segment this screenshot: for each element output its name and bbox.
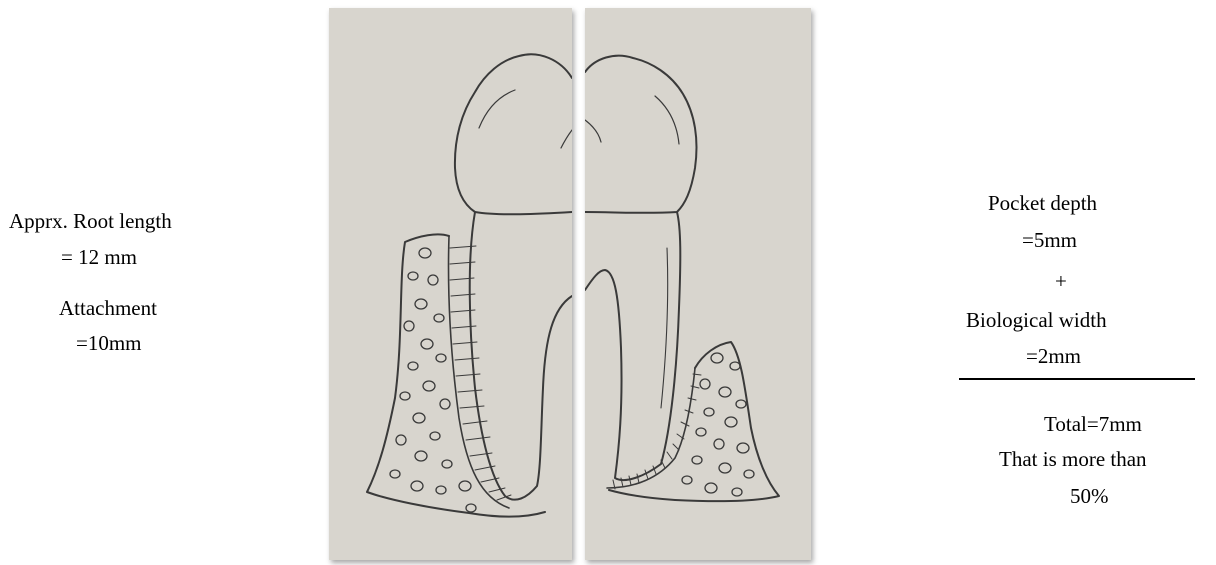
biological-width-label: Biological width [966,310,1107,331]
tooth-half-right-drawing [585,8,811,560]
tooth-half-left-drawing [329,8,572,560]
crown-outline-right [585,56,697,213]
plus-sign: + [1055,271,1067,292]
pocket-depth-label: Pocket depth [988,193,1097,214]
bone-trabeculae-left [390,248,476,512]
attachment-label: Attachment [59,298,157,319]
biological-width-value: =2mm [1026,346,1081,367]
crown-fissure-left [561,130,572,148]
sum-divider-line [959,378,1195,380]
cementum-hatching-left [450,246,511,500]
conclusion-line-1: That is more than [999,449,1147,470]
root-length-value: = 12 mm [61,247,137,268]
root-outline-left [470,212,572,500]
crown-detail-right [655,96,679,144]
root-shading-right [661,248,668,408]
crown-detail-left [479,90,515,128]
pocket-depth-value: =5mm [1022,230,1077,251]
attachment-value: =10mm [76,333,142,354]
root-length-label: Apprx. Root length [9,211,172,232]
crown-outline-left [455,54,572,214]
conclusion-line-2: 50% [1070,486,1109,507]
total-value: Total=7mm [1044,414,1142,435]
crown-fissure-right [585,120,601,142]
tooth-sketch-left-panel [329,8,572,560]
tooth-sketch-right-panel [585,8,811,560]
cementum-hatching-right [613,374,701,489]
cementum-band-left [448,236,509,508]
